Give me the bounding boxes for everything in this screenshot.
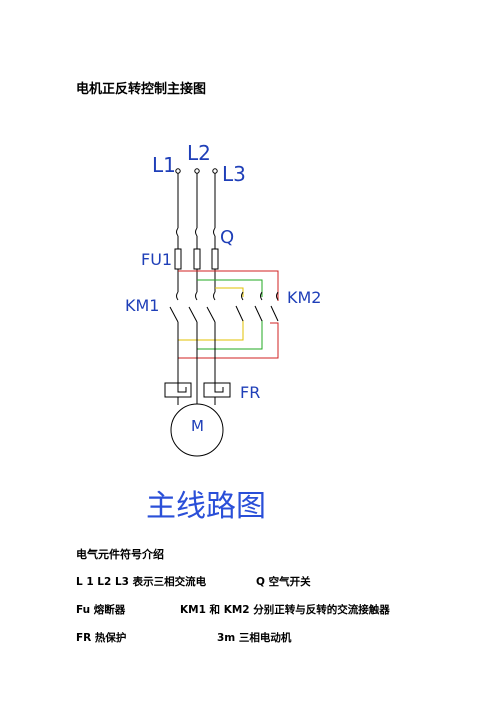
km2-yellow-wire: [178, 287, 244, 341]
legend-row-1-left: L 1 L2 L3 表示三相交流电: [76, 576, 207, 588]
switch-q: [176, 227, 216, 249]
legend-heading: 电气元件符号介绍: [76, 548, 164, 561]
label-motor: M: [191, 417, 204, 435]
terminal-l3: [212, 168, 218, 174]
motor-symbol: [170, 403, 224, 457]
contactor-km1: [169, 291, 216, 378]
legend-row-1-right: Q 空气开关: [256, 576, 311, 588]
legend-row-3-left: FR 热保护: [76, 632, 127, 644]
diagram-caption: 主线路图: [146, 489, 266, 524]
legend-row-2-right: KM1 和 KM2 分别正转与反转的交流接触器: [180, 604, 390, 616]
main-circuit-diagram: L1 L2 L3 Q FU1: [125, 141, 321, 524]
label-q: Q: [220, 227, 234, 248]
label-fr: FR: [240, 383, 260, 402]
label-l1: L1: [152, 153, 176, 177]
label-km1: KM1: [125, 296, 159, 315]
legend-row-2-left: Fu 熔断器: [76, 604, 126, 616]
terminal-l2: [194, 168, 200, 174]
km2-green-wire: [197, 279, 263, 350]
label-fu1: FU1: [141, 250, 172, 269]
fuse-fu1: [174, 248, 219, 270]
page-title: 电机正反转控制主接图: [76, 82, 207, 97]
km2-red-wire: [177, 270, 279, 365]
contactor-km2: [235, 291, 279, 322]
terminal-l1: [175, 168, 181, 174]
legend-row-3-right: 3m 三相电动机: [217, 632, 292, 644]
thermal-relay-fr: [164, 378, 231, 405]
label-l3: L3: [222, 162, 246, 186]
label-km2: KM2: [287, 288, 321, 307]
label-l2: L2: [187, 141, 211, 165]
wires-top: [177, 173, 216, 228]
